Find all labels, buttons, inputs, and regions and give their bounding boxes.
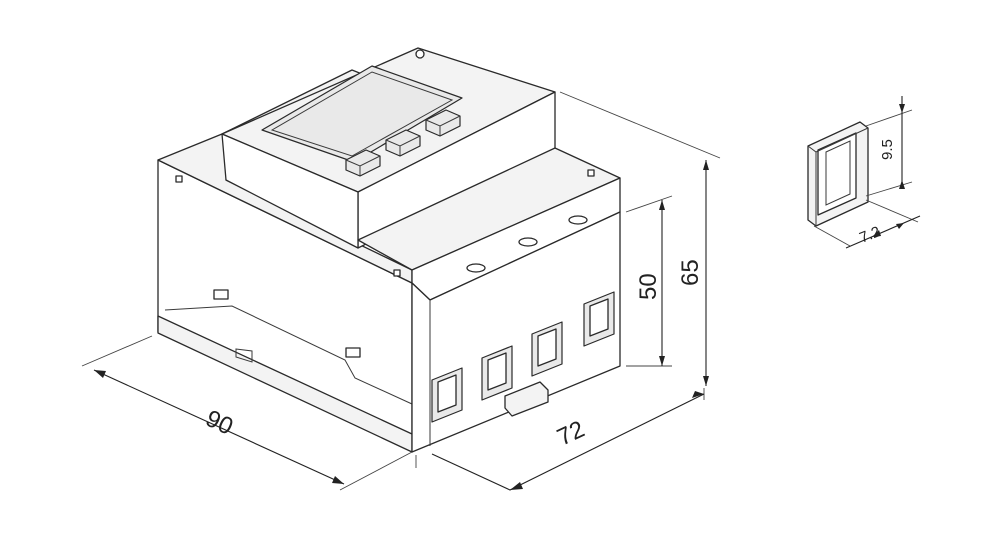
display-inner [270, 71, 454, 157]
width-label: 90 [201, 405, 237, 441]
terminal-2 [481, 345, 513, 401]
screw-2 [518, 237, 538, 247]
button-3 [425, 109, 461, 137]
center-block-side [221, 133, 359, 249]
base-step-line [164, 305, 413, 405]
button-2 [385, 129, 421, 157]
right-marker [587, 169, 595, 177]
front-height-label: 50 [635, 273, 662, 300]
terminal-detail: 9.5 7.2 [807, 96, 921, 249]
led-indicator [415, 49, 425, 59]
screw-1 [466, 263, 486, 273]
left-marker-3 [175, 175, 183, 183]
terminal-4 [583, 291, 615, 347]
display-window [261, 65, 463, 163]
terminal-1 [431, 367, 463, 423]
total-height-label: 65 [677, 259, 704, 286]
din-clip [235, 348, 253, 363]
dimension-50: 50 [625, 195, 673, 367]
left-marker-1 [213, 289, 229, 300]
terminal-detail-inner [817, 132, 857, 216]
terminal-3 [531, 321, 563, 377]
front-face [411, 211, 621, 453]
terminal-height-label: 9.5 [879, 139, 896, 160]
left-marker-2 [345, 347, 361, 358]
front-din-clip [504, 381, 549, 417]
energy-meter-body [157, 47, 621, 453]
dimension-65: 65 [559, 91, 721, 386]
terminal-width-label: 7.2 [857, 223, 883, 247]
button-1 [345, 149, 381, 177]
screw-3 [568, 215, 588, 225]
depth-label: 72 [553, 416, 589, 452]
left-marker-4 [393, 269, 401, 277]
